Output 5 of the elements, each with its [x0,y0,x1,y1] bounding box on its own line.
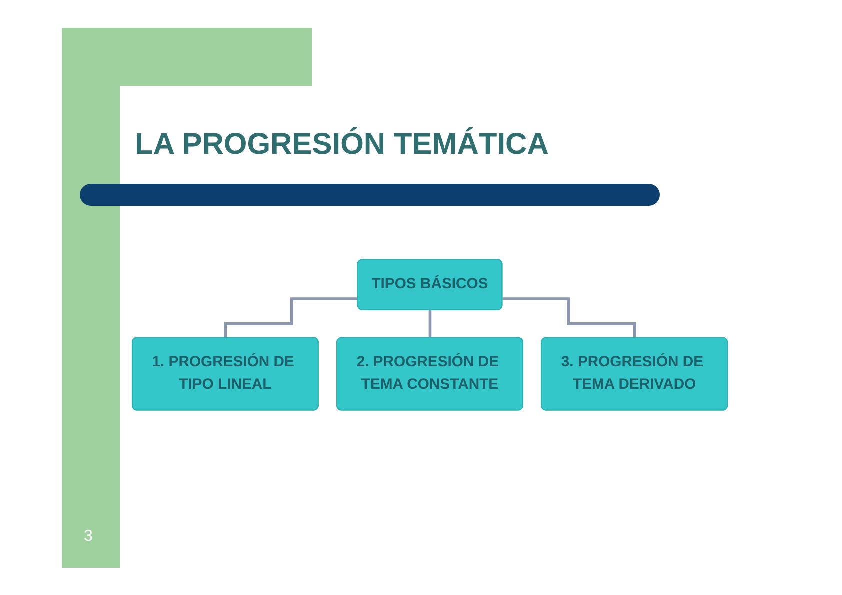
connector [502,298,636,340]
slide-number: 3 [84,528,93,546]
connector [428,308,432,340]
slide-title: LA PROGRESIÓN TEMÁTICA [135,128,549,162]
connector [224,298,358,340]
